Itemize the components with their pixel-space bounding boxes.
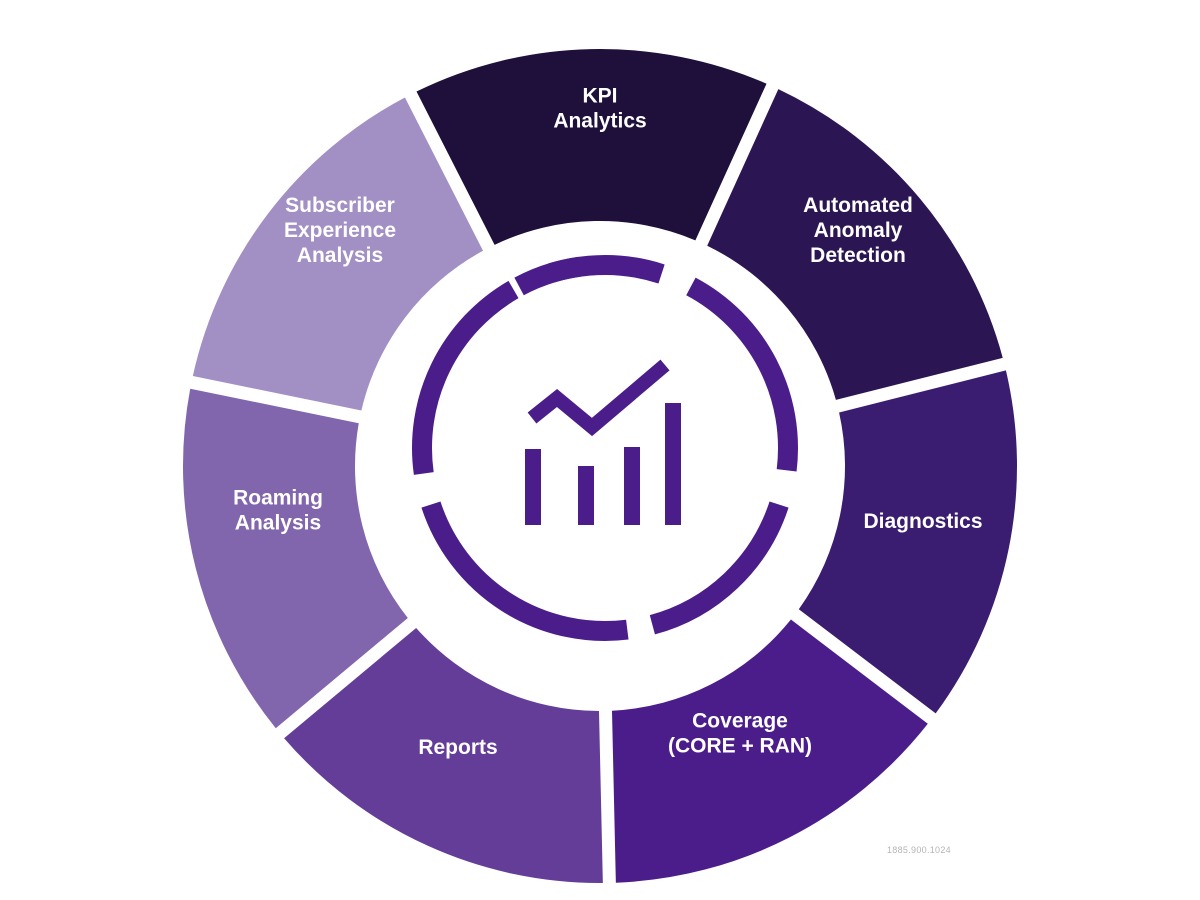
segment-label-reports: Reports — [418, 736, 497, 759]
segment-label-line: Analytics — [553, 110, 646, 133]
segment-automated-anomaly-detection — [707, 89, 1003, 400]
segment-label-line: Coverage — [692, 710, 788, 733]
icon-ring-arc — [649, 501, 789, 635]
icon-ring-arc — [514, 255, 665, 296]
segment-label-line: Diagnostics — [863, 510, 982, 533]
reference-code: 1885.900.1024 — [887, 845, 951, 855]
segment-label-line: Subscriber — [285, 194, 395, 217]
segment-diagnostics — [798, 370, 1017, 714]
segment-label-line: KPI — [582, 85, 617, 108]
segment-coverage — [611, 619, 928, 883]
segment-roaming-analysis — [182, 388, 408, 729]
segment-label-line: Analysis — [235, 512, 321, 535]
analytics-chart-icon — [412, 255, 798, 641]
segment-label-line: Experience — [284, 219, 396, 242]
icon-trend-line — [527, 359, 670, 437]
segment-label-diagnostics: Diagnostics — [863, 510, 982, 533]
wheel-segments — [182, 49, 1017, 883]
segment-label-line: Automated — [803, 194, 913, 217]
segment-kpi-analytics — [416, 49, 767, 245]
segment-label-coverage: Coverage(CORE + RAN) — [668, 710, 812, 758]
segment-label-line: Roaming — [233, 487, 323, 510]
segment-label-line: Anomaly — [814, 219, 903, 242]
segment-reports — [284, 627, 603, 883]
icon-ring-arc — [548, 256, 582, 283]
icon-ring-arc — [421, 501, 629, 641]
icon-ring-arc — [686, 277, 798, 472]
segment-subscriber-experience-analysis — [192, 97, 484, 411]
segment-label-line: Analysis — [297, 244, 383, 267]
segment-label-line: Reports — [418, 736, 497, 759]
segment-label-line: Detection — [810, 244, 906, 267]
segment-label-line: (CORE + RAN) — [668, 735, 812, 758]
icon-ring-arc — [412, 280, 519, 475]
